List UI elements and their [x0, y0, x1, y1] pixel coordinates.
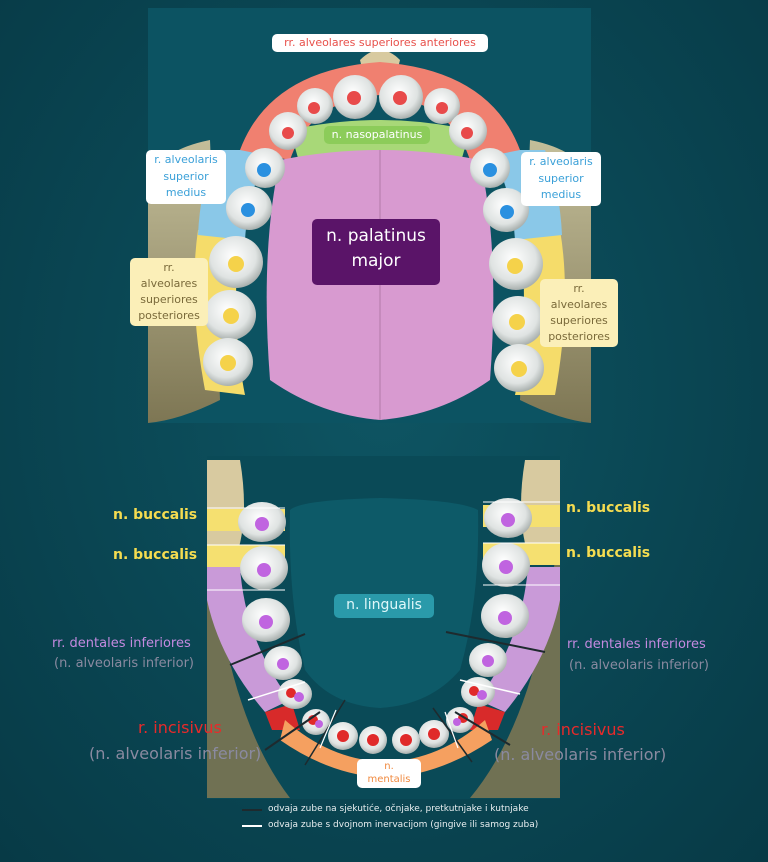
label-medius-left: r. alveolaris superior medius	[146, 150, 226, 204]
lower-bone-right-base	[470, 560, 560, 798]
label-mentalis: n. mentalis	[357, 759, 421, 788]
label-lingualis: n. lingualis	[334, 594, 434, 618]
upper-dots	[220, 91, 527, 377]
label-anterior: rr. alveolares superiores anteriores	[272, 34, 488, 52]
lower-dots	[255, 513, 515, 746]
label-dentales-right-sub: (n. alveolaris inferior)	[569, 658, 709, 673]
region-dentales-right	[478, 567, 560, 712]
label-buccalis-left-2: n. buccalis	[113, 547, 198, 563]
legend-white-text: odvaja zube s dvojnom inervacijom (gingi…	[268, 820, 539, 830]
lower-teeth	[238, 498, 532, 754]
label-palatinus-line1: n. palatinus	[326, 226, 426, 246]
label-incisivus-right: r. incisivus	[541, 720, 625, 739]
region-incisivus-right	[470, 704, 505, 730]
label-medius-right: r. alveolaris superior medius	[521, 152, 601, 206]
label-nasopalatinus: n. nasopalatinus	[324, 126, 430, 144]
label-palatinus-line2: major	[351, 250, 401, 271]
label-buccalis-right-2: n. buccalis	[566, 545, 651, 561]
region-incisivus-left	[265, 704, 300, 730]
lower-bone-left-base	[207, 560, 290, 798]
legend-dark-text: odvaja zube na sjekutiće, očnjake, pretk…	[268, 804, 529, 814]
region-mentalis	[280, 720, 492, 778]
label-incisivus-left: r. incisivus	[138, 718, 222, 737]
label-posterior-right: rr. alveolares superiores posteriores	[540, 279, 618, 347]
label-palatinus: n. palatinus major	[312, 219, 440, 285]
label-dentales-left: rr. dentales inferiores	[52, 636, 191, 651]
label-posterior-left: rr. alveolares superiores posteriores	[130, 258, 208, 326]
label-buccalis-left-1: n. buccalis	[113, 507, 198, 523]
label-dentales-right: rr. dentales inferiores	[567, 637, 706, 652]
separator-lines	[207, 501, 560, 766]
region-dentales-left	[207, 567, 290, 712]
label-incisivus-right-sub: (n. alveolaris inferior)	[494, 745, 667, 764]
label-incisivus-left-sub: (n. alveolaris inferior)	[89, 744, 262, 763]
label-dentales-left-sub: (n. alveolaris inferior)	[54, 656, 194, 671]
region-anterior	[240, 62, 520, 160]
label-buccalis-right-1: n. buccalis	[566, 500, 651, 516]
